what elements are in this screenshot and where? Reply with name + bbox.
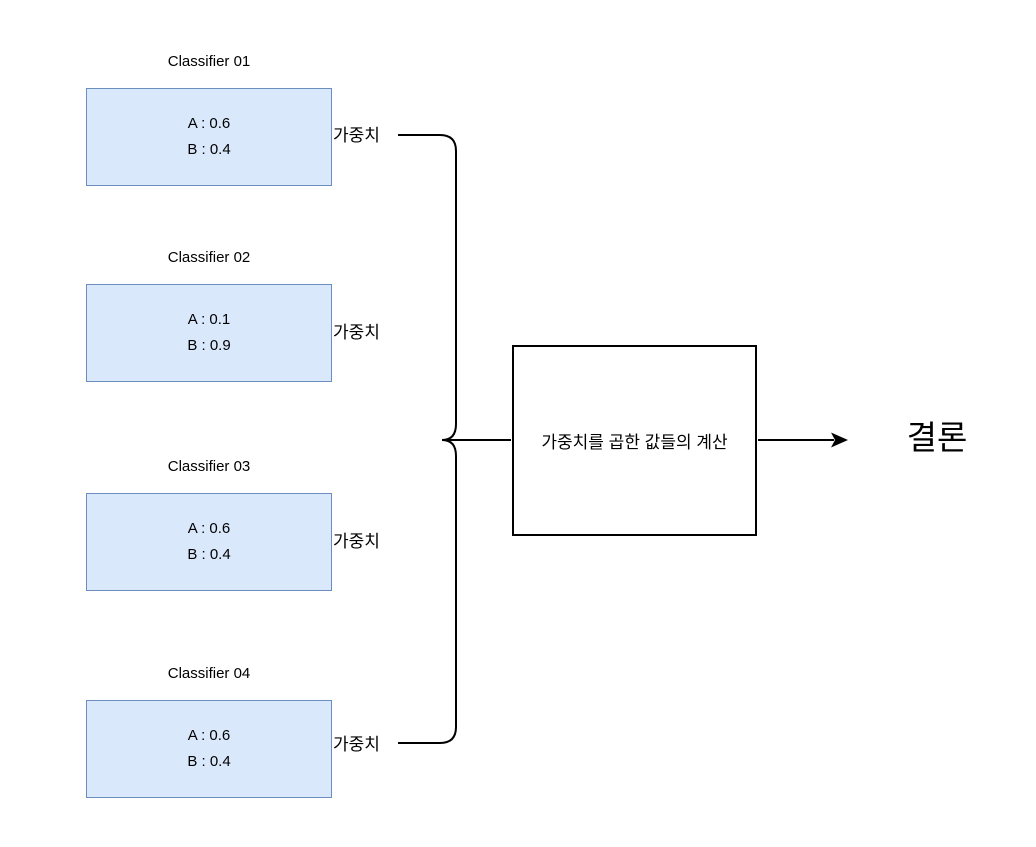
classifier-04-values: A : 0.6 B : 0.4 bbox=[187, 727, 231, 770]
classifier-02-weight-label: 가중치 bbox=[333, 323, 380, 342]
classifier-04-weight-label: 가중치 bbox=[333, 735, 380, 754]
classifier-03-values: A : 0.6 B : 0.4 bbox=[187, 520, 231, 563]
brace-bottom-wire bbox=[398, 439, 457, 744]
classifier-04-title: Classifier 04 bbox=[167, 665, 251, 682]
classifier-01-box: A : 0.6 B : 0.4 bbox=[86, 88, 332, 186]
brace-top-wire bbox=[398, 134, 457, 441]
classifier-04-box: A : 0.6 B : 0.4 bbox=[86, 700, 332, 798]
process-box-label: 가중치를 곱한 값들의 계산 bbox=[541, 433, 728, 452]
classifier-02-values: A : 0.1 B : 0.9 bbox=[187, 311, 231, 354]
result-label: 결론 bbox=[906, 419, 968, 456]
classifier-03-weight-label: 가중치 bbox=[333, 532, 380, 551]
classifier-01-values: A : 0.6 B : 0.4 bbox=[187, 115, 231, 158]
process-box: 가중치를 곱한 값들의 계산 bbox=[512, 345, 757, 536]
classifier-03-title: Classifier 03 bbox=[167, 458, 251, 475]
classifier-02-title: Classifier 02 bbox=[167, 249, 251, 266]
classifier-02-box: A : 0.1 B : 0.9 bbox=[86, 284, 332, 382]
classifier-03-box: A : 0.6 B : 0.4 bbox=[86, 493, 332, 591]
result-arrowhead-icon bbox=[831, 432, 848, 448]
classifier-01-weight-label: 가중치 bbox=[333, 126, 380, 145]
classifier-01-title: Classifier 01 bbox=[167, 53, 251, 70]
